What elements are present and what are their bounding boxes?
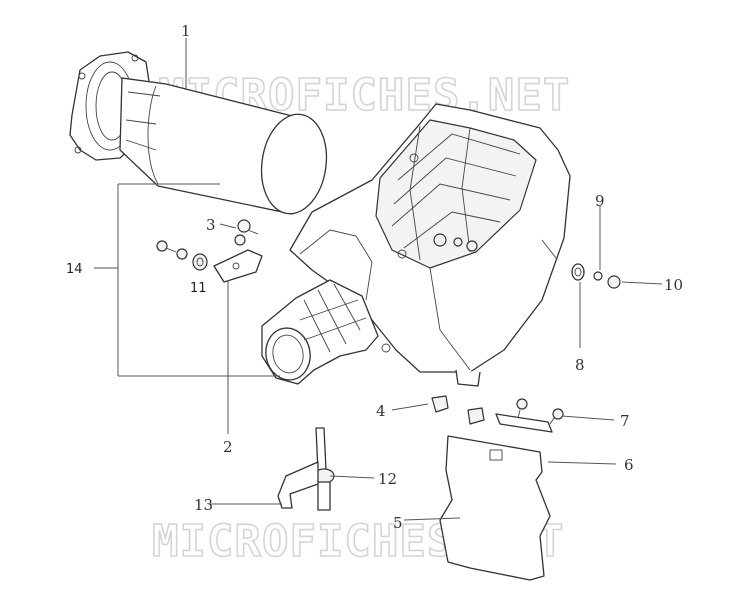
- callout-labels: 1 2 3 4 5 6 7 8 9 10 11 12 13 14: [66, 22, 683, 532]
- bolt-10: [607, 275, 621, 289]
- callout-11: 11: [190, 281, 207, 296]
- callout-14: 14: [66, 262, 83, 277]
- callout-5: 5: [393, 514, 403, 532]
- callout-10: 10: [664, 276, 683, 294]
- callout-6: 6: [624, 456, 634, 474]
- callout-8: 8: [575, 356, 585, 374]
- washer-8: [571, 263, 585, 281]
- callout-1: 1: [181, 22, 191, 40]
- callout-4: 4: [376, 402, 386, 420]
- callout-2: 2: [223, 438, 233, 456]
- side-fasteners: [433, 233, 621, 289]
- leader-lines: [94, 38, 663, 521]
- grommet-11: [192, 253, 208, 271]
- cover-plate-5: [439, 435, 551, 581]
- screws-7-and-strip: [495, 398, 564, 433]
- intake-duct: [261, 279, 379, 385]
- nut-9: [593, 271, 603, 281]
- screw-3: [234, 219, 259, 246]
- hose-and-valve: [277, 427, 335, 511]
- bracket: [213, 249, 263, 283]
- callout-9: 9: [595, 192, 605, 210]
- callout-7: 7: [620, 412, 630, 430]
- callout-13: 13: [194, 496, 213, 514]
- air-filter-cartridge: [69, 51, 328, 215]
- screw-washer-set-left: [156, 240, 188, 260]
- callout-3: 3: [206, 216, 216, 234]
- callout-12: 12: [378, 470, 397, 488]
- clip-nuts-4: [431, 395, 485, 425]
